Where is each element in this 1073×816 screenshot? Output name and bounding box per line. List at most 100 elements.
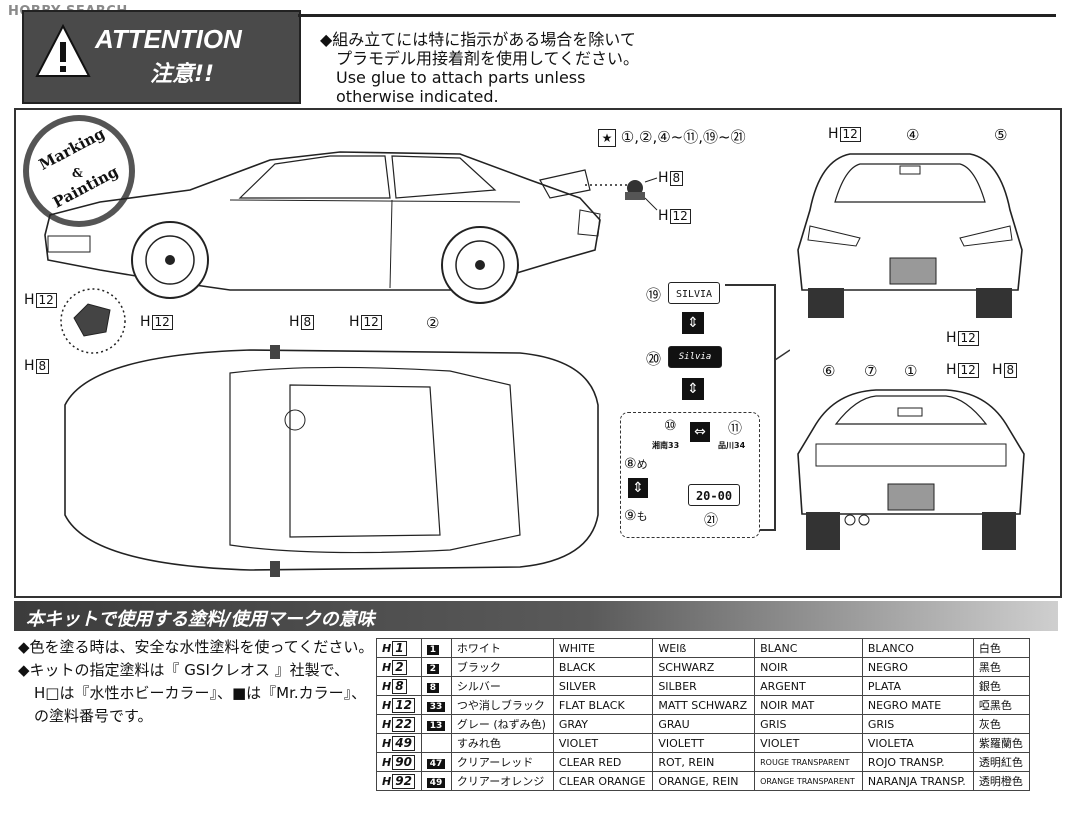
paint-name-es: BLANCO xyxy=(861,638,974,658)
label-20: ⑳ xyxy=(646,350,662,368)
paint-name-en: BLACK xyxy=(552,657,654,677)
note-1: ◆色を塗る時は、安全な水性塗料を使ってください。 xyxy=(18,638,374,656)
paint-notes: ◆色を塗る時は、安全な水性塗料を使ってください。 ◆キットの指定塗料は『 GSI… xyxy=(18,636,373,728)
paint-name-de: SCHWARZ xyxy=(652,657,756,677)
paint-code-mr: 1 xyxy=(420,638,452,658)
attention-ja-1: ◆組み立てには特に指示がある場合を除いて xyxy=(320,30,636,49)
paint-name-fr: NOIR xyxy=(754,657,863,677)
paint-name-en: SILVER xyxy=(552,676,654,696)
paint-name-zh: 白色 xyxy=(972,638,1031,658)
note-2: ◆キットの指定塗料は『 GSIクレオス 』社製で、 xyxy=(18,661,350,679)
paint-name-fr: GRIS xyxy=(754,714,863,734)
paint-name-fr: ROUGE TRANSPARENT xyxy=(754,752,863,772)
plate-shinagawa: 品川34 xyxy=(718,441,746,450)
marking-painting-panel xyxy=(14,108,1062,598)
paint-code-mr xyxy=(420,733,452,753)
paint-name-ja: クリアーレッド xyxy=(450,752,554,772)
arrow-swap-icon-1: ⇕ xyxy=(682,312,704,334)
label-1: ① xyxy=(904,362,918,380)
wing-emblem-callout xyxy=(585,177,658,211)
label-2-side: ② xyxy=(426,314,440,332)
note-3: H□は『水性ホビーカラー』、■は『Mr.カラー』、 xyxy=(34,684,367,702)
paint-name-es: ROJO TRANSP. xyxy=(861,752,974,772)
paint-code-mr: 2 xyxy=(420,657,452,677)
car-top-view xyxy=(64,345,599,577)
paint-name-es: NEGRO xyxy=(861,657,974,677)
paint-name-en: VIOLET xyxy=(552,733,654,753)
label-19: ⑲ xyxy=(646,286,662,304)
paint-name-es: PLATA xyxy=(861,676,974,696)
paint-name-de: GRAU xyxy=(652,714,756,734)
plate-shonan: 湘南33 xyxy=(652,441,680,450)
car-rear-view xyxy=(797,389,1025,550)
paint-code-mr: 49 xyxy=(420,771,452,791)
car-front-view xyxy=(797,153,1023,318)
attention-title: ATTENTION xyxy=(95,24,242,54)
paint-name-fr: BLANC xyxy=(754,638,863,658)
star-icon: ★ xyxy=(598,129,616,147)
plate-19: SILVIA xyxy=(668,282,720,304)
paint-code-mr: 13 xyxy=(420,714,452,734)
paint-code-mr: 8 xyxy=(420,676,452,696)
label-7: ⑦ xyxy=(864,362,878,380)
arrow-swap-icon-2: ⇕ xyxy=(682,378,704,400)
paint-name-es: GRIS xyxy=(861,714,974,734)
note-4: の塗料番号です。 xyxy=(34,707,153,725)
attention-text: ◆組み立てには特に指示がある場合を除いて プラモデル用接着剤を使用してください。… xyxy=(320,30,639,106)
label-5: ⑤ xyxy=(994,126,1008,144)
paint-name-fr: ARGENT xyxy=(754,676,863,696)
warning-icon xyxy=(35,23,91,77)
arrow-swap-icon-4: ⇕ xyxy=(628,478,648,498)
plate-bracket xyxy=(725,284,790,531)
paint-name-zh: 黑色 xyxy=(972,657,1031,677)
paint-name-es: NEGRO MATE xyxy=(861,695,974,715)
header-rule xyxy=(298,14,1056,17)
paint-name-en: CLEAR ORANGE xyxy=(552,771,654,791)
japan-plate-callout xyxy=(620,412,760,538)
decal-list: ★ ①,②,④~⑪,⑲~㉑ xyxy=(598,126,746,147)
front-emblem-callout xyxy=(60,288,126,354)
attention-en-2: otherwise indicated. xyxy=(336,87,499,106)
paint-name-fr: VIOLET xyxy=(754,733,863,753)
paint-name-de: WEIß xyxy=(652,638,756,658)
label-21: ㉑ xyxy=(704,513,718,529)
paint-name-de: SILBER xyxy=(652,676,756,696)
paint-name-zh: 紫羅蘭色 xyxy=(972,733,1031,753)
paint-name-ja: シルバー xyxy=(450,676,554,696)
car-side-view xyxy=(44,151,601,304)
badge-amp: & xyxy=(72,166,83,180)
attention-en-1: Use glue to attach parts unless xyxy=(336,68,586,87)
paint-name-de: VIOLETT xyxy=(652,733,756,753)
attention-subtitle: 注意!! xyxy=(150,62,215,87)
label-4: ④ xyxy=(906,126,920,144)
paint-name-en: GRAY xyxy=(552,714,654,734)
paint-name-ja: ブラック xyxy=(450,657,554,677)
paint-name-es: VIOLETA xyxy=(861,733,974,753)
paint-name-ja: グレー (ねずみ色) xyxy=(450,714,554,734)
plate-20: Silvia xyxy=(668,346,722,368)
paint-name-de: MATT SCHWARZ xyxy=(652,695,756,715)
paint-code-mr: 47 xyxy=(420,752,452,772)
